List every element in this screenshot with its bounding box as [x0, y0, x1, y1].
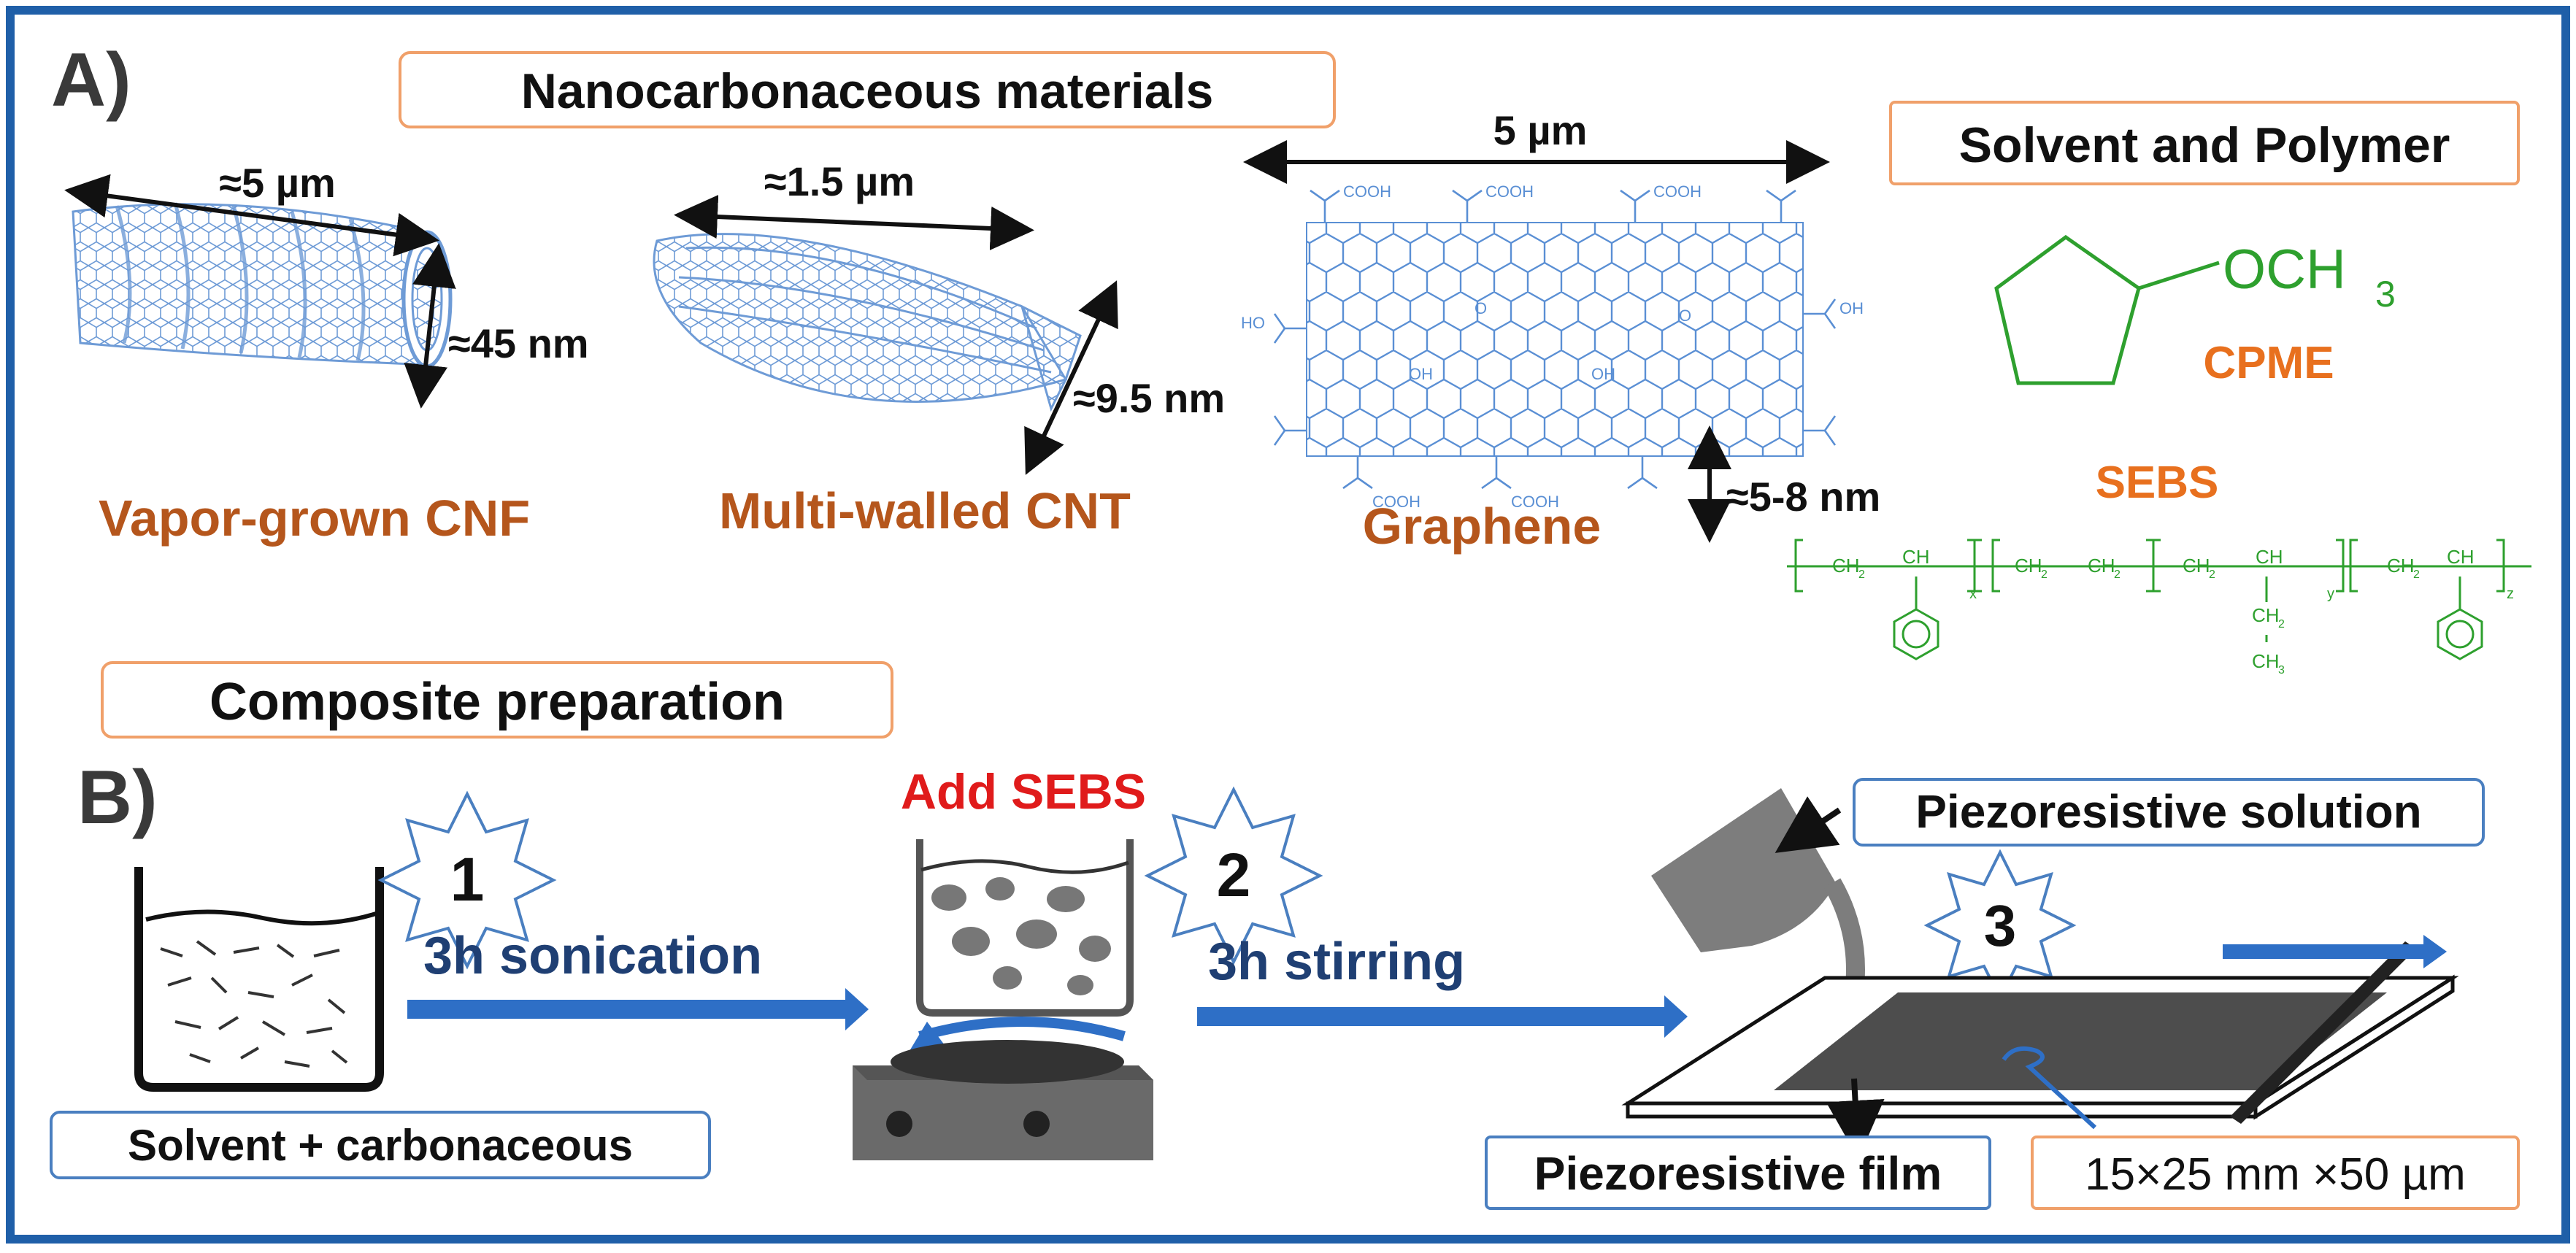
graphene-o-label: O: [1475, 299, 1487, 317]
graphene-cooh-label: COOH: [1372, 493, 1420, 511]
step-1-number: 1: [450, 845, 485, 914]
film-label-text: Piezoresistive film: [1534, 1147, 1942, 1200]
sebs-ch-label: CH: [1902, 546, 1930, 568]
solvent-caption-text: Solvent + carbonaceous: [128, 1121, 633, 1170]
sebs-ch2-label: CH: [2387, 555, 2415, 577]
sebs-sub2: 2: [2413, 568, 2420, 581]
cnf-name: Vapor-grown CNF: [99, 490, 530, 547]
sebs-x-subscript: x: [1969, 586, 1977, 602]
sebs-sub3: 3: [2278, 664, 2285, 676]
cpme-structure: OCH 3: [1994, 234, 2396, 385]
sebs-ch2-label: CH: [2252, 604, 2280, 626]
graphene-cooh-label: COOH: [1511, 493, 1559, 511]
cnf-length-arrow: [64, 174, 439, 257]
sebs-name: SEBS: [2096, 458, 2219, 508]
cnt-diameter-arrow: [1024, 280, 1118, 475]
sonication-beaker: [134, 867, 384, 1092]
nano-header-box: [399, 51, 1336, 128]
figure-frame: [6, 6, 2570, 1244]
stirring-beaker: [853, 839, 1153, 1160]
sebs-z-subscript: z: [2507, 586, 2514, 602]
composite-header-text: Composite preparation: [209, 673, 785, 731]
graphene-structure: COOH COOH COOH HO OH OH OH O O COOH COOH: [1241, 182, 1864, 511]
stirring-label: 3h stirring: [1208, 933, 1465, 991]
cnt-length-label: ≈1.5 µm: [764, 158, 915, 204]
graphene-oh-label: OH: [1409, 365, 1433, 383]
sebs-sub2: 2: [2278, 618, 2285, 631]
sebs-ch-label: CH: [2256, 546, 2283, 568]
cnt-name: Multi-walled CNT: [719, 482, 1131, 539]
composite-header-box: [101, 661, 893, 739]
cnt-illustration: [653, 233, 1082, 412]
dimension-pointer: [2002, 1046, 2097, 1130]
cpme-substituent: OCH: [2223, 239, 2346, 301]
graphene-ho-label: HO: [1241, 314, 1265, 332]
step-1-star: [377, 790, 557, 970]
graphene-cooh-label: COOH: [1485, 182, 1534, 201]
sebs-structure: [1787, 539, 2531, 660]
graphene-width-label: 5 µm: [1493, 107, 1588, 153]
sebs-ch2-label: CH: [1832, 555, 1860, 577]
graphene-o-label: O: [1679, 306, 1691, 325]
cpme-subscript: 3: [2375, 274, 2396, 315]
sebs-sub2: 2: [2041, 568, 2048, 581]
solvent-header-box: [1889, 101, 2520, 185]
piezoresistive-film-layer: [1774, 992, 2387, 1090]
film-label-box: [1485, 1136, 1991, 1210]
sonication-label: 3h sonication: [423, 927, 762, 985]
step-2-star: [1144, 786, 1323, 965]
step-2-number: 2: [1217, 841, 1251, 909]
dimension-label-box: [2031, 1136, 2520, 1210]
solvent-caption-box: [50, 1111, 711, 1179]
sebs-ch-label: CH: [2447, 546, 2475, 568]
cnt-diameter-label: ≈9.5 nm: [1073, 375, 1225, 421]
step-1-arrow: [407, 988, 869, 1030]
sebs-ch3-label: CH: [2252, 650, 2280, 672]
cnf-diameter-label: ≈45 nm: [448, 320, 589, 366]
add-sebs-label: Add SEBS: [901, 764, 1146, 820]
solvent-header-text: Solvent and Polymer: [1959, 117, 2450, 173]
doctor-blade: [2230, 941, 2416, 1124]
sebs-ch2-label: CH: [2015, 555, 2042, 577]
nano-header-text: Nanocarbonaceous materials: [521, 63, 1214, 119]
solution-label-text: Piezoresistive solution: [1915, 785, 2422, 838]
sebs-ch2-label: CH: [2088, 555, 2115, 577]
cnf-illustration: [72, 202, 453, 369]
sebs-sub2: 2: [2114, 568, 2121, 581]
sebs-labels: CH 2 CH x CH 2 CH 2 CH 2 CH CH 2 CH 3 y …: [1832, 546, 2514, 676]
sebs-sub2: 2: [2209, 568, 2215, 581]
solution-label-box: [1853, 778, 2485, 847]
graphene-oh-label: OH: [1839, 299, 1864, 317]
blade-motion-arrow: [2223, 935, 2447, 968]
graphene-cooh-label: COOH: [1653, 182, 1702, 201]
solution-pointer-arrow: [1775, 796, 1842, 853]
sebs-ch2-label: CH: [2183, 555, 2210, 577]
graphene-oh-label: OH: [1591, 365, 1615, 383]
cnf-length-label: ≈5 µm: [219, 160, 336, 206]
graphene-cooh-label: COOH: [1343, 182, 1391, 201]
panel-b-letter: B): [77, 755, 158, 840]
dimension-label-text: 15×25 mm ×50 µm: [2085, 1149, 2466, 1200]
graphene-name: Graphene: [1363, 498, 1602, 555]
step-3-number: 3: [1984, 893, 2017, 958]
cnt-length-arrow: [674, 195, 1034, 250]
sebs-sub2: 2: [1858, 568, 1865, 581]
graphene-thickness-label: ≈5-8 nm: [1726, 474, 1880, 520]
cpme-name: CPME: [2203, 338, 2334, 388]
cnf-diameter-arrow: [404, 243, 456, 409]
sebs-y-subscript: y: [2327, 586, 2334, 602]
panel-a-letter: A): [51, 38, 131, 123]
step-2-arrow: [1197, 995, 1688, 1038]
